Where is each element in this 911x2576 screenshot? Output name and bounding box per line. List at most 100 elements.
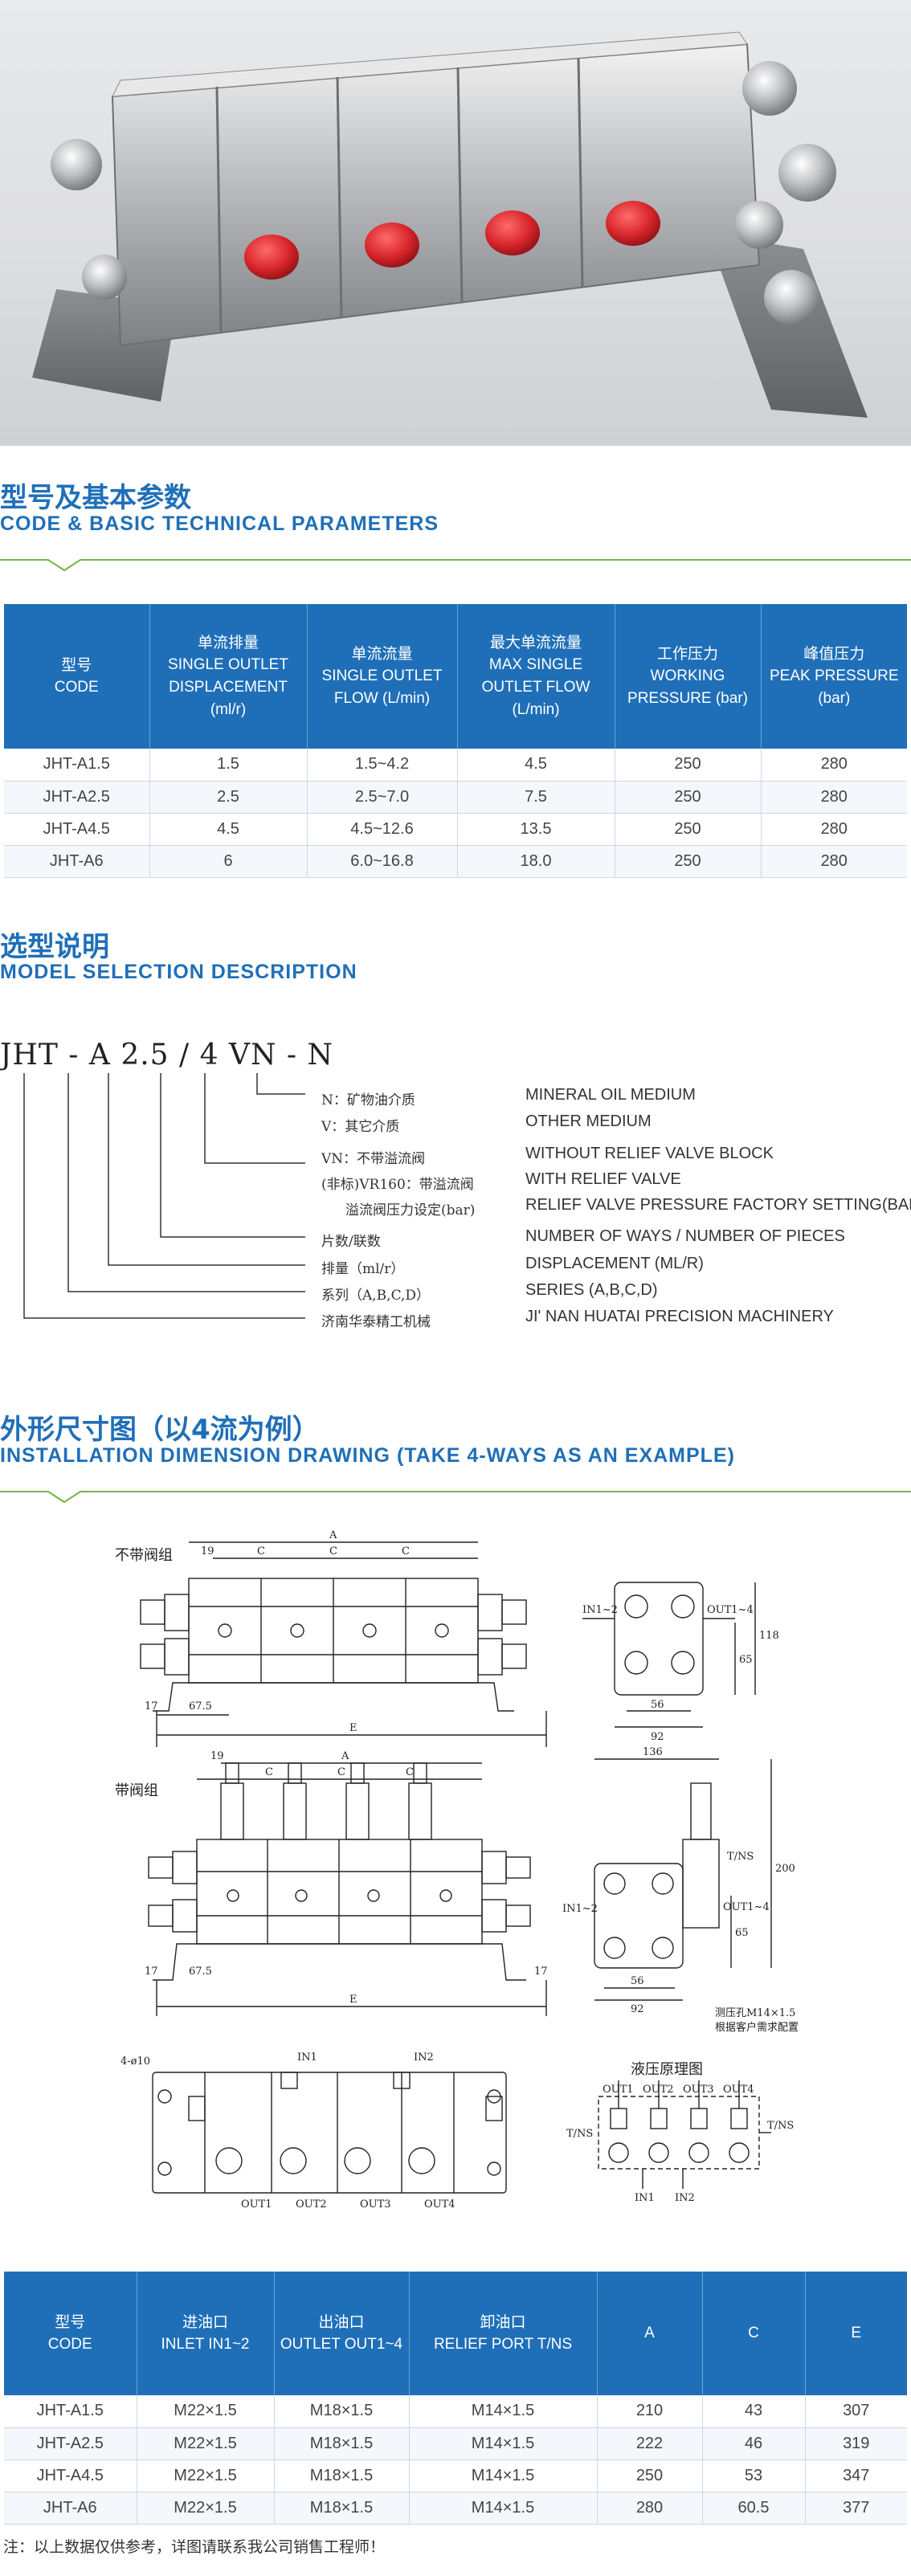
section-divider — [0, 559, 911, 572]
model-item-cn: VN：不带溢流阀 — [321, 1151, 426, 1167]
model-item-cn: 溢流阀压力设定(bar) — [345, 1202, 476, 1219]
svg-text:IN2: IN2 — [414, 2051, 434, 2064]
product-photo — [0, 0, 911, 446]
model-item-cn: 济南华泰精工机械 — [321, 1314, 431, 1330]
svg-text:200: 200 — [775, 1863, 795, 1875]
svg-text:E: E — [349, 1722, 357, 1734]
svg-text:17: 17 — [145, 1700, 158, 1713]
svg-text:C: C — [337, 1766, 345, 1778]
svg-text:IN1~2: IN1~2 — [562, 1903, 598, 1915]
section-title-cn: 型号及基本参数 — [0, 482, 191, 514]
model-item-en: JI' NAN HUATAI PRECISION MACHINERY — [525, 1308, 834, 1325]
model-item-cn: 排量（ml/r） — [321, 1261, 405, 1277]
svg-text:OUT1~4: OUT1~4 — [707, 1604, 754, 1616]
model-item-en: OTHER MEDIUM — [525, 1112, 652, 1130]
section-title-en: MODEL SELECTION DESCRIPTION — [0, 961, 357, 983]
section-title-cn: 选型说明 — [0, 931, 109, 963]
model-item-en: DISPLACEMENT (ML/R) — [525, 1255, 704, 1272]
svg-text:OUT4: OUT4 — [723, 2084, 754, 2096]
model-item-en: RELIEF VALVE PRESSURE FACTORY SETTING(BA… — [525, 1196, 911, 1214]
svg-text:T/NS: T/NS — [767, 2120, 794, 2132]
svg-text:OUT3: OUT3 — [683, 2084, 714, 2096]
svg-text:67.5: 67.5 — [189, 1700, 212, 1713]
dimension-drawing: 不带阀组 带阀组 液压原理图 19 C C C A E 17 67.5 56 9… — [115, 1529, 799, 2211]
svg-text:OUT2: OUT2 — [296, 2198, 327, 2211]
svg-text:C: C — [402, 1545, 410, 1557]
svg-text:IN2: IN2 — [675, 2192, 695, 2204]
svg-text:A: A — [329, 1529, 337, 1541]
label-with-valve: 带阀组 — [115, 1782, 158, 1799]
svg-text:65: 65 — [739, 1654, 753, 1666]
model-item-cn: N：矿物油介质 — [321, 1092, 415, 1108]
svg-text:56: 56 — [631, 1975, 644, 1987]
section-title-en: CODE & BASIC TECHNICAL PARAMETERS — [0, 512, 439, 535]
section-title-cn: 外形尺寸图（以4流为例） — [0, 1414, 320, 1446]
svg-text:IN1: IN1 — [297, 2051, 317, 2064]
svg-text:19: 19 — [201, 1545, 214, 1557]
svg-text:IN1~2: IN1~2 — [582, 1604, 618, 1616]
model-item-cn: 系列（A,B,C,D） — [321, 1288, 431, 1304]
svg-text:C: C — [329, 1545, 337, 1557]
svg-text:C: C — [265, 1766, 273, 1778]
model-code: JHT - A 2.5 / 4 VN - N — [0, 1039, 333, 1072]
svg-text:136: 136 — [643, 1746, 663, 1758]
svg-text:118: 118 — [759, 1630, 779, 1642]
footer-note: 注：以上数据仅供参考，详图请联系我公司销售工程师！ — [3, 2538, 386, 2556]
svg-text:92: 92 — [631, 2003, 644, 2015]
svg-text:OUT1: OUT1 — [241, 2198, 272, 2211]
svg-text:A: A — [341, 1750, 349, 1762]
model-leader-lines — [23, 1073, 305, 1319]
section-divider — [0, 1491, 911, 1504]
svg-text:OUT1~4: OUT1~4 — [723, 1901, 770, 1913]
model-item-en: NUMBER OF WAYS / NUMBER OF PIECES — [525, 1227, 845, 1245]
svg-text:C: C — [406, 1766, 414, 1778]
section-title-en: INSTALLATION DIMENSION DRAWING (TAKE 4-W… — [0, 1444, 735, 1467]
svg-text:测压孔M14×1.5: 测压孔M14×1.5 — [715, 2007, 795, 2019]
model-item-en: WITH RELIEF VALVE — [525, 1170, 681, 1188]
svg-text:OUT2: OUT2 — [643, 2084, 674, 2096]
model-item-en: SERIES (A,B,C,D) — [525, 1281, 658, 1299]
model-item-cn: V：其它介质 — [321, 1119, 400, 1135]
model-item-en: MINERAL OIL MEDIUM — [525, 1086, 696, 1104]
svg-text:T/NS: T/NS — [727, 1851, 754, 1863]
svg-text:56: 56 — [651, 1699, 664, 1711]
svg-text:17: 17 — [145, 1966, 158, 1978]
svg-text:17: 17 — [534, 1966, 548, 1978]
svg-text:4-ø10: 4-ø10 — [121, 2055, 150, 2068]
svg-text:OUT3: OUT3 — [360, 2198, 391, 2211]
svg-text:65: 65 — [735, 1927, 749, 1939]
label-hydraulic: 液压原理图 — [631, 2061, 703, 2078]
model-item-cn: 片数/联数 — [321, 1234, 381, 1250]
svg-text:67.5: 67.5 — [189, 1966, 212, 1978]
svg-text:E: E — [349, 1994, 357, 2006]
model-item-cn: (非标)VR160：带溢流阀 — [321, 1177, 474, 1193]
model-item-en: WITHOUT RELIEF VALVE BLOCK — [525, 1145, 774, 1162]
svg-text:19: 19 — [210, 1750, 224, 1762]
table-header: A — [597, 2272, 703, 2395]
svg-text:根据客户需求配置: 根据客户需求配置 — [715, 2021, 799, 2034]
svg-text:IN1: IN1 — [635, 2192, 655, 2204]
svg-text:OUT1: OUT1 — [603, 2084, 634, 2096]
svg-text:T/NS: T/NS — [566, 2128, 593, 2140]
table-header: E — [805, 2272, 907, 2395]
label-no-valve: 不带阀组 — [115, 1547, 173, 1564]
